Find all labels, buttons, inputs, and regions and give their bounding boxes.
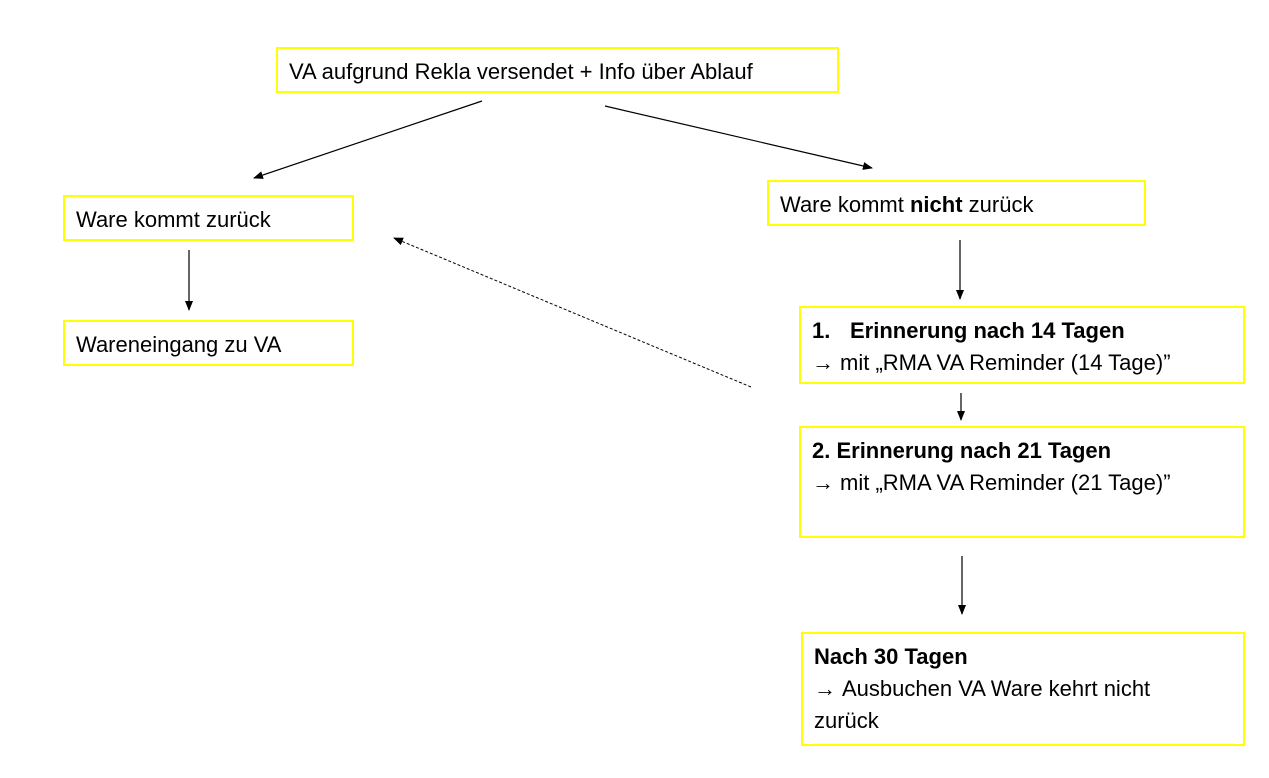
final-box: Nach 30 Tagen →Ausbuchen VA Ware kehrt n… xyxy=(801,632,1245,746)
start-text: VA aufgrund Rekla versendet + Info über … xyxy=(289,59,753,84)
right-arrow-icon: → xyxy=(812,350,834,375)
reminder1-number: 1. xyxy=(812,318,831,343)
not-returned-suffix: zurück xyxy=(962,192,1034,217)
final-text2: zurück xyxy=(814,708,879,733)
reminder2-text-line: →mit „RMA VA Reminder (21 Tage)” xyxy=(812,467,1232,499)
reminder2-text: mit „RMA VA Reminder (21 Tage)” xyxy=(840,470,1171,495)
reminder1-text-line: →mit „RMA VA Reminder (14 Tage)” xyxy=(812,347,1232,379)
not-returned-box: Ware kommt nicht zurück xyxy=(767,180,1146,226)
reminder1-text: mit „RMA VA Reminder (14 Tage)” xyxy=(840,350,1171,375)
goods-receipt-text: Wareneingang zu VA xyxy=(76,332,282,357)
final-text-line1: →Ausbuchen VA Ware kehrt nicht xyxy=(814,673,1232,705)
right-arrow-icon: → xyxy=(812,470,834,495)
not-returned-prefix: Ware kommt xyxy=(780,192,910,217)
start-box: VA aufgrund Rekla versendet + Info über … xyxy=(276,47,839,93)
reminder1-title-line: 1. Erinnerung nach 14 Tagen xyxy=(812,315,1232,347)
reminder2-title: 2. Erinnerung nach 21 Tagen xyxy=(812,438,1112,463)
arrow-start-to-not-returned xyxy=(604,105,873,170)
not-returned-bold: nicht xyxy=(909,192,963,217)
goods-receipt-box: Wareneingang zu VA xyxy=(63,320,354,366)
final-text1: Ausbuchen VA Ware kehrt nicht xyxy=(842,676,1151,701)
reminder1-title: Erinnerung nach 14 Tagen xyxy=(850,318,1125,343)
dashed-arrow-reminder-to-returned xyxy=(393,237,752,388)
reminder1-box: 1. Erinnerung nach 14 Tagen →mit „RMA VA … xyxy=(799,306,1245,384)
arrow-start-to-returned xyxy=(253,100,483,179)
reminder2-box: 2. Erinnerung nach 21 Tagen →mit „RMA VA… xyxy=(799,426,1245,538)
returned-text: Ware kommt zurück xyxy=(76,207,271,232)
right-arrow-icon: → xyxy=(814,676,836,701)
returned-box: Ware kommt zurück xyxy=(63,195,354,241)
final-title: Nach 30 Tagen xyxy=(814,644,968,669)
